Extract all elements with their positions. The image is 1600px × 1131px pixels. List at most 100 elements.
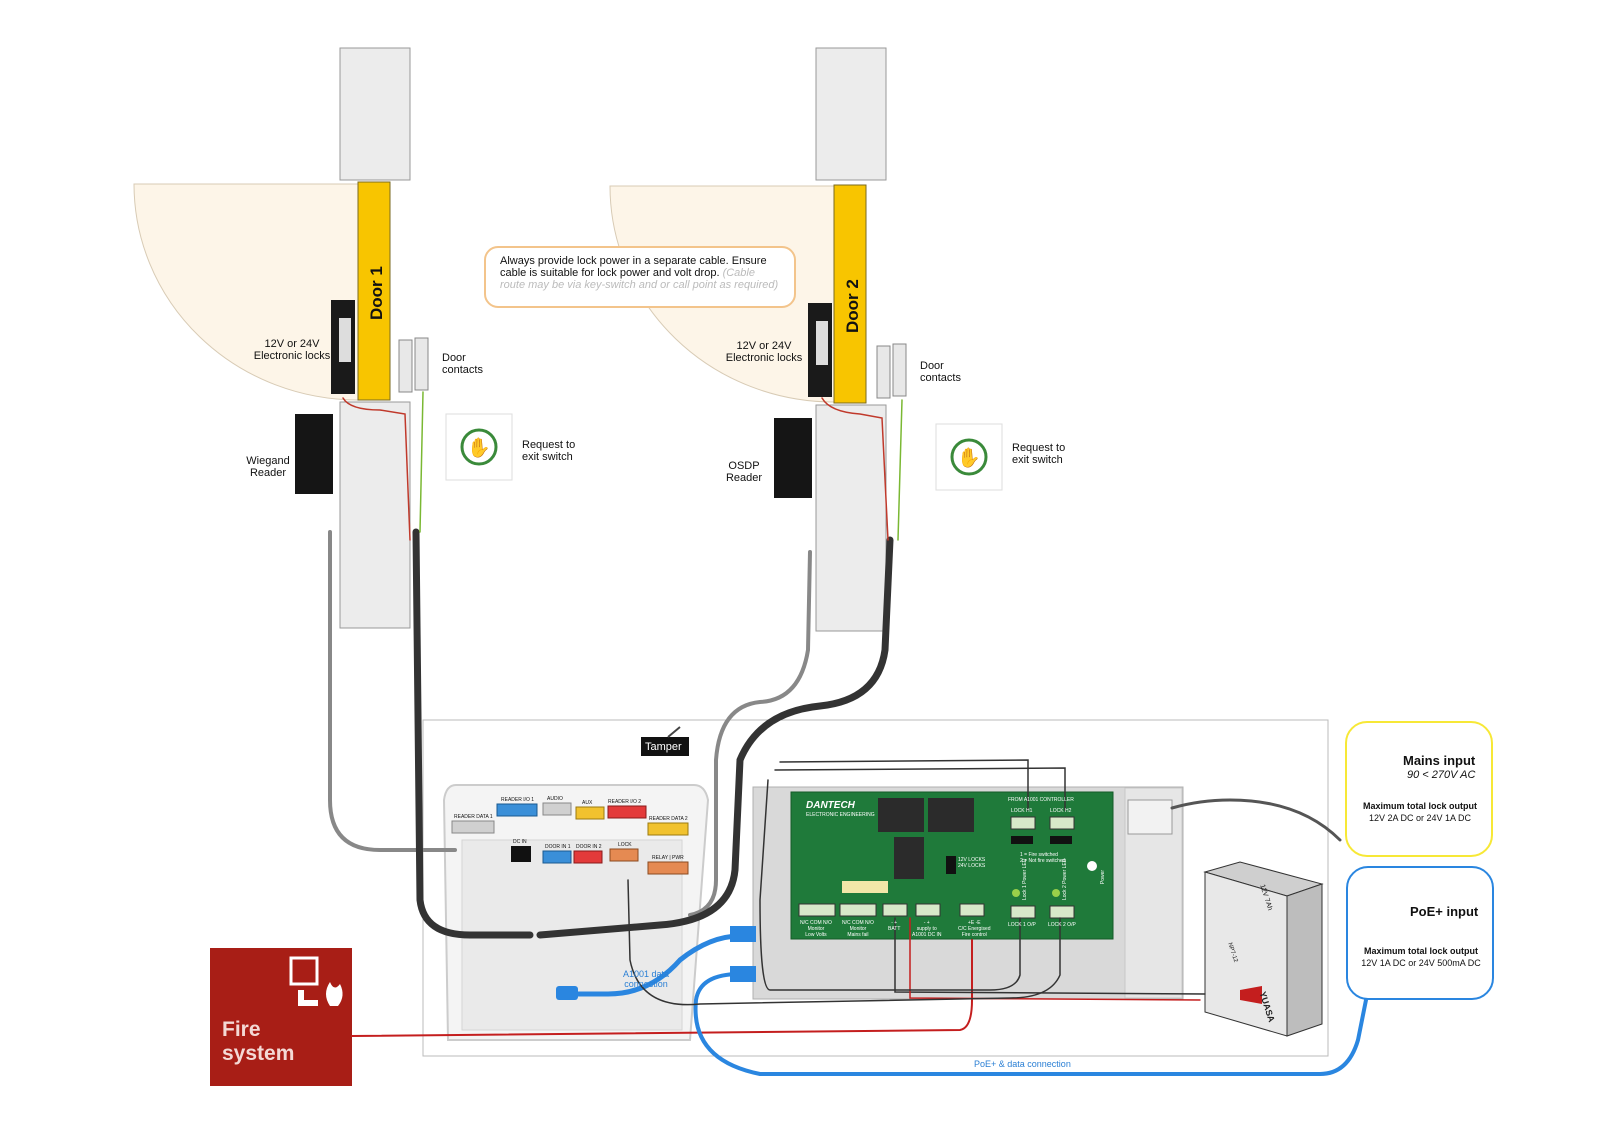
psu-bottom-fire: +E -E C/C Energised Fire control xyxy=(958,920,991,938)
psu-bottom-batt: - + BATT xyxy=(888,920,901,932)
poe-out-title: Maximum total lock output xyxy=(1363,946,1478,956)
door2-reader-label: OSDP Reader xyxy=(725,460,763,484)
note-muted: (Cable route may be via key-switch and o… xyxy=(500,267,779,291)
battery-side xyxy=(1286,883,1323,1037)
data-connector-a xyxy=(730,926,756,942)
psu-label-sticker xyxy=(842,881,888,893)
mains-input-card: Mains input 90 < 270V AC Maximum total l… xyxy=(1345,721,1493,857)
poe-cable-label: PoE+ & data connection xyxy=(974,1059,1071,1069)
tamper-label: Tamper xyxy=(645,741,682,753)
psu-terminal-lock1 xyxy=(1010,905,1036,919)
fire-system-label: Fire system xyxy=(222,1018,295,1065)
cables xyxy=(328,391,1370,1076)
psu-relay-2 xyxy=(928,798,974,832)
psu-lock-select: 12V LOCKS 24V LOCKS xyxy=(958,857,986,869)
door2-reader-cable xyxy=(688,550,812,917)
psu-terminal-low-volts xyxy=(798,903,836,917)
terminal-door-in-2 xyxy=(573,850,603,864)
terminal-relay-pwr xyxy=(647,861,689,875)
terminal-label-reader-io-1: READER I/O 1 xyxy=(501,797,535,803)
poe-cable xyxy=(693,972,1370,1076)
door2-frame-top xyxy=(815,47,887,181)
lock1-led xyxy=(1012,889,1020,897)
terminal-label-audio: AUDIO xyxy=(547,796,563,802)
door2-main-cable xyxy=(536,536,894,939)
mains-out: 12V 2A DC or 24V 1A DC xyxy=(1368,813,1472,823)
psu-terminal-lock-h1 xyxy=(1010,816,1036,830)
lock2-output-wire xyxy=(627,879,1061,1006)
battery-red-logo xyxy=(1240,986,1262,1004)
terminal-label-lock: LOCK xyxy=(618,842,632,848)
door2-lock-label: 12V or 24V Electronic locks xyxy=(725,340,803,364)
terminal-label-dc-in: DC IN xyxy=(513,839,527,845)
psu-bottom-low-volts: N/C COM N/O Monitor Low Volts xyxy=(800,920,832,938)
tamper-lever xyxy=(667,726,681,738)
hand-icon: ✋ xyxy=(957,446,981,469)
door1-contact-wires xyxy=(419,391,424,533)
terminal-label-door-in-2: DOOR IN 2 xyxy=(576,844,602,850)
door1-reader-cable xyxy=(328,530,457,852)
lock-power-wire-1 xyxy=(774,767,1066,811)
door1-contact-label: Door contacts xyxy=(442,352,483,376)
battery xyxy=(1203,861,1324,1037)
psu-relay-3 xyxy=(894,837,924,879)
psu-terminal-batt xyxy=(882,903,908,917)
note-text: Always provide lock power in a separate … xyxy=(500,255,767,279)
data-connector-c xyxy=(556,986,578,1000)
door1-leaf xyxy=(357,181,391,401)
door1-lock-plate xyxy=(339,318,351,362)
battery-wire-1 xyxy=(894,917,1206,995)
door1-lock-wires xyxy=(342,397,411,541)
psu-terminal-lock2 xyxy=(1049,905,1075,919)
terminal-lock xyxy=(609,848,639,862)
terminal-label-door-in-1: DOOR IN 1 xyxy=(545,844,571,850)
terminal-dc-in xyxy=(511,846,531,862)
door1-rte-button xyxy=(460,428,498,466)
door2-lock-plate xyxy=(816,321,828,365)
door2-lock-wires xyxy=(821,397,889,541)
psu-terminal-fire xyxy=(959,903,985,917)
psu-lock-h1-label: LOCK H1 xyxy=(1011,808,1033,814)
door2-contact-b xyxy=(892,343,907,397)
psu-bottom-dc-out: - + supply to A1001 DC IN xyxy=(912,920,942,938)
terminal-label-reader-data-2: READER DATA 2 xyxy=(649,816,688,822)
terminal-label-reader-data-1: READER DATA 1 xyxy=(454,814,493,820)
psu-jumper-note: 1 = Fire switched 2 = Not fire switched xyxy=(1020,852,1066,864)
door1-frame-top xyxy=(339,47,411,181)
lock-select-jumper xyxy=(946,856,956,874)
terminal-blocks xyxy=(451,802,689,875)
hand-icon: ✋ xyxy=(467,436,491,459)
fire-hand-icon xyxy=(298,990,318,1006)
data-connector-b xyxy=(730,966,756,982)
psu-lock-h2-label: LOCK H2 xyxy=(1050,808,1072,814)
psu-header: FROM A1001 CONTROLLER xyxy=(1008,797,1074,803)
door2-label: Door 2 xyxy=(843,279,862,333)
fire-cable xyxy=(351,939,973,1037)
door1-lock-label: 12V or 24V Electronic locks xyxy=(253,338,331,362)
fire-system-box xyxy=(210,948,352,1086)
terminal-label-relay-pwr: RELAY | PWR xyxy=(652,855,684,861)
psu-terminals xyxy=(798,816,1075,919)
a1001-data-cable xyxy=(557,933,743,997)
door1-reader-label: Wiegand Reader xyxy=(246,455,290,479)
a1001-data-connection-label: A1001 data connection xyxy=(622,969,670,989)
door1-label: Door 1 xyxy=(367,266,386,320)
mains-sub: 90 < 270V AC xyxy=(1407,769,1476,781)
poe-out: 12V 1A DC or 24V 500mA DC xyxy=(1361,958,1481,968)
door2-contact-label: Door contacts xyxy=(920,360,961,384)
terminal-reader-data-2 xyxy=(647,822,689,836)
lock-power-wire-2 xyxy=(779,759,1029,811)
osdp-reader xyxy=(774,418,812,498)
terminal-door-in-1 xyxy=(542,850,572,864)
psu-terminal-jumper-1 xyxy=(1011,836,1033,844)
lock1-output-wire xyxy=(759,779,1021,991)
battery-wire-2 xyxy=(909,917,1201,1001)
door2-contact-a xyxy=(876,345,891,399)
psu-bottom-mains-fail: N/C COM N/O Monitor Mains fail xyxy=(842,920,874,938)
door1-contact-a xyxy=(398,339,413,393)
power-led xyxy=(1087,861,1097,871)
poe-input-card: PoE+ input Maximum total lock output 12V… xyxy=(1346,866,1494,1000)
psu-bottom-lock1: LOCK 1 O/P xyxy=(1008,922,1036,928)
tamper-switch xyxy=(641,737,689,756)
psu-relay-1 xyxy=(878,798,924,832)
